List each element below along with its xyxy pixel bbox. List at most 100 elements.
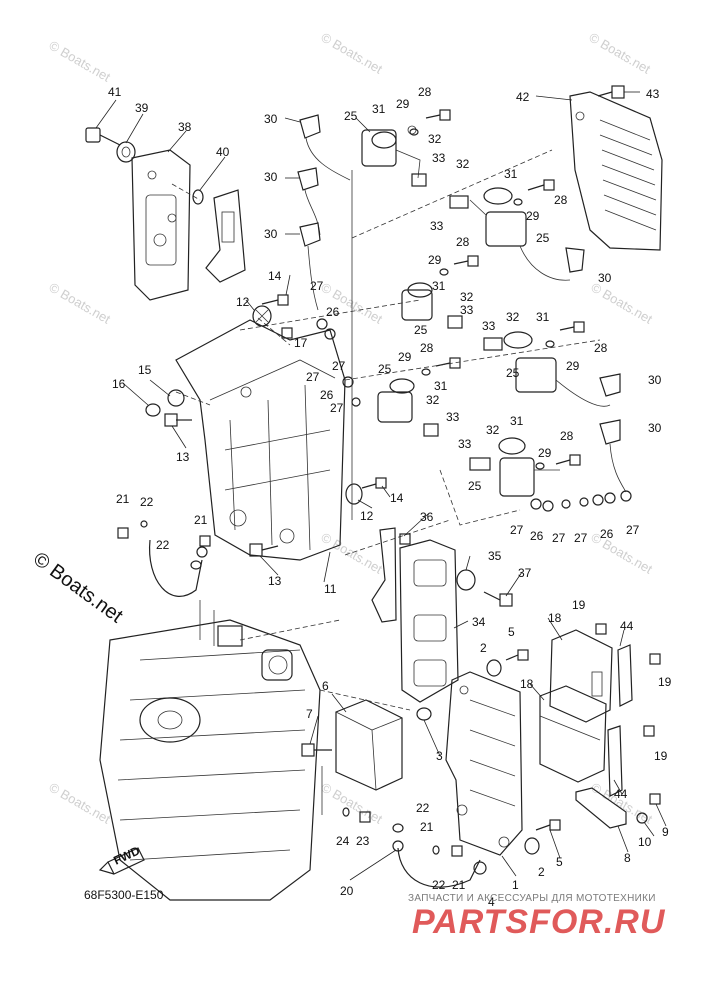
- callout-32-b: 32: [456, 157, 470, 171]
- callout-22-d: 22: [432, 878, 446, 892]
- callout-29-d: 29: [566, 359, 580, 373]
- callout-21-b: 21: [194, 513, 208, 527]
- callout-26-d: 26: [600, 527, 614, 541]
- bolt-19-set: [595, 623, 661, 737]
- bolt-43: [597, 85, 625, 99]
- callout-43: 43: [646, 87, 660, 101]
- bolt-13-bottom: [249, 543, 279, 557]
- callout-26-c: 26: [530, 529, 544, 543]
- callout-10: 10: [638, 835, 652, 849]
- spark-plug-cap-30-d: [565, 247, 585, 273]
- plate-8: [575, 787, 627, 829]
- callout-40: 40: [216, 145, 230, 159]
- callout-32-f: 32: [486, 423, 500, 437]
- ignition-coil-25-right-upper: [449, 187, 571, 281]
- callout-42: 42: [516, 90, 530, 104]
- callout-18-a: 18: [548, 611, 562, 625]
- screw-17: [281, 327, 293, 339]
- spark-plug-cap-30-e: [599, 373, 621, 397]
- bolt-9: [649, 793, 661, 805]
- callout-23: 23: [356, 834, 370, 848]
- callout-33-b: 33: [430, 219, 444, 233]
- callout-33-e: 33: [446, 410, 460, 424]
- callout-39: 39: [135, 101, 149, 115]
- collar-3: [416, 707, 432, 721]
- callout-31-c: 31: [432, 279, 446, 293]
- clip-36-bracket: [371, 527, 397, 623]
- callout-29-b: 29: [526, 209, 540, 223]
- washer-40: [192, 189, 204, 205]
- washer-4: [473, 861, 487, 875]
- grommet-12-lower: [345, 483, 363, 505]
- callout-13-b: 13: [268, 574, 282, 588]
- callout-27-a: 27: [310, 279, 324, 293]
- callout-25-e: 25: [378, 362, 392, 376]
- callout-25-f: 25: [468, 479, 482, 493]
- callout-27-f: 27: [552, 531, 566, 545]
- watermark: © Boats.net: [47, 280, 114, 327]
- bolts-21-22-set: [117, 520, 463, 857]
- callout-30-c: 30: [264, 227, 278, 241]
- ground-wire-top-left: [148, 539, 208, 597]
- watermark: © Boats.net: [319, 530, 386, 577]
- ignition-coil-25-right-mid: [483, 331, 611, 407]
- callout-19-c: 19: [654, 749, 668, 763]
- watermark: © Boats.net: [589, 530, 656, 577]
- callout-21-d: 21: [452, 878, 466, 892]
- callout-28-f: 28: [560, 429, 574, 443]
- engine-block: [99, 600, 411, 901]
- callout-29-c: 29: [428, 253, 442, 267]
- leader-lines: [95, 91, 667, 881]
- callout-31-d: 31: [536, 310, 550, 324]
- callout-25-c: 25: [414, 323, 428, 337]
- callout-27-d: 27: [330, 401, 344, 415]
- callout-41: 41: [108, 85, 122, 99]
- callout-38: 38: [178, 120, 192, 134]
- callout-22-b: 22: [156, 538, 170, 552]
- callout-25-d: 25: [506, 366, 520, 380]
- callout-31-e: 31: [434, 379, 448, 393]
- bolt-13-left: [164, 413, 192, 427]
- callout-12-b: 12: [360, 509, 374, 523]
- bracket-34: [399, 539, 459, 703]
- callout-44-b: 44: [614, 787, 628, 801]
- clip-bracket: [205, 189, 246, 283]
- electrical-box-11: [175, 317, 346, 561]
- callout-8: 8: [624, 851, 631, 865]
- spark-plug-cap-30-f: [599, 419, 627, 493]
- callout-28-a: 28: [418, 85, 432, 99]
- callout-31-f: 31: [510, 414, 524, 428]
- callout-31-b: 31: [504, 167, 518, 181]
- watermark: © Boats.net: [47, 780, 114, 827]
- callout-37: 37: [518, 566, 532, 580]
- bracket-plate-38: [131, 149, 201, 301]
- bolt-14-upper: [261, 294, 289, 306]
- grommet-35: [456, 569, 476, 591]
- callout-2-b: 2: [538, 865, 545, 879]
- callout-13-a: 13: [176, 450, 190, 464]
- ignition-coil-25-top: [351, 125, 427, 520]
- callout-25-b: 25: [536, 231, 550, 245]
- grommet-12-upper: [252, 305, 272, 327]
- callout-32-a: 32: [428, 132, 442, 146]
- callout-2-a: 2: [480, 641, 487, 655]
- bracket-44-upper: [617, 644, 633, 707]
- callout-21-a: 21: [116, 492, 130, 506]
- callout-28-b: 28: [554, 193, 568, 207]
- callout-27-b: 27: [332, 359, 346, 373]
- connector-lines: [239, 149, 601, 556]
- callout-6: 6: [322, 679, 329, 693]
- callout-19-a: 19: [572, 598, 586, 612]
- callout-5-b: 5: [556, 855, 563, 869]
- callout-30-d: 30: [598, 271, 612, 285]
- ecu-18-lower: [539, 685, 607, 783]
- callout-22-c: 22: [416, 801, 430, 815]
- callout-17: 17: [294, 336, 308, 350]
- bolt-28-f: [555, 454, 581, 466]
- callout-27-g: 27: [574, 531, 588, 545]
- callout-25-a: 25: [344, 109, 358, 123]
- callout-33-c: 33: [460, 303, 474, 317]
- callout-7: 7: [306, 707, 313, 721]
- callout-14-b: 14: [390, 491, 404, 505]
